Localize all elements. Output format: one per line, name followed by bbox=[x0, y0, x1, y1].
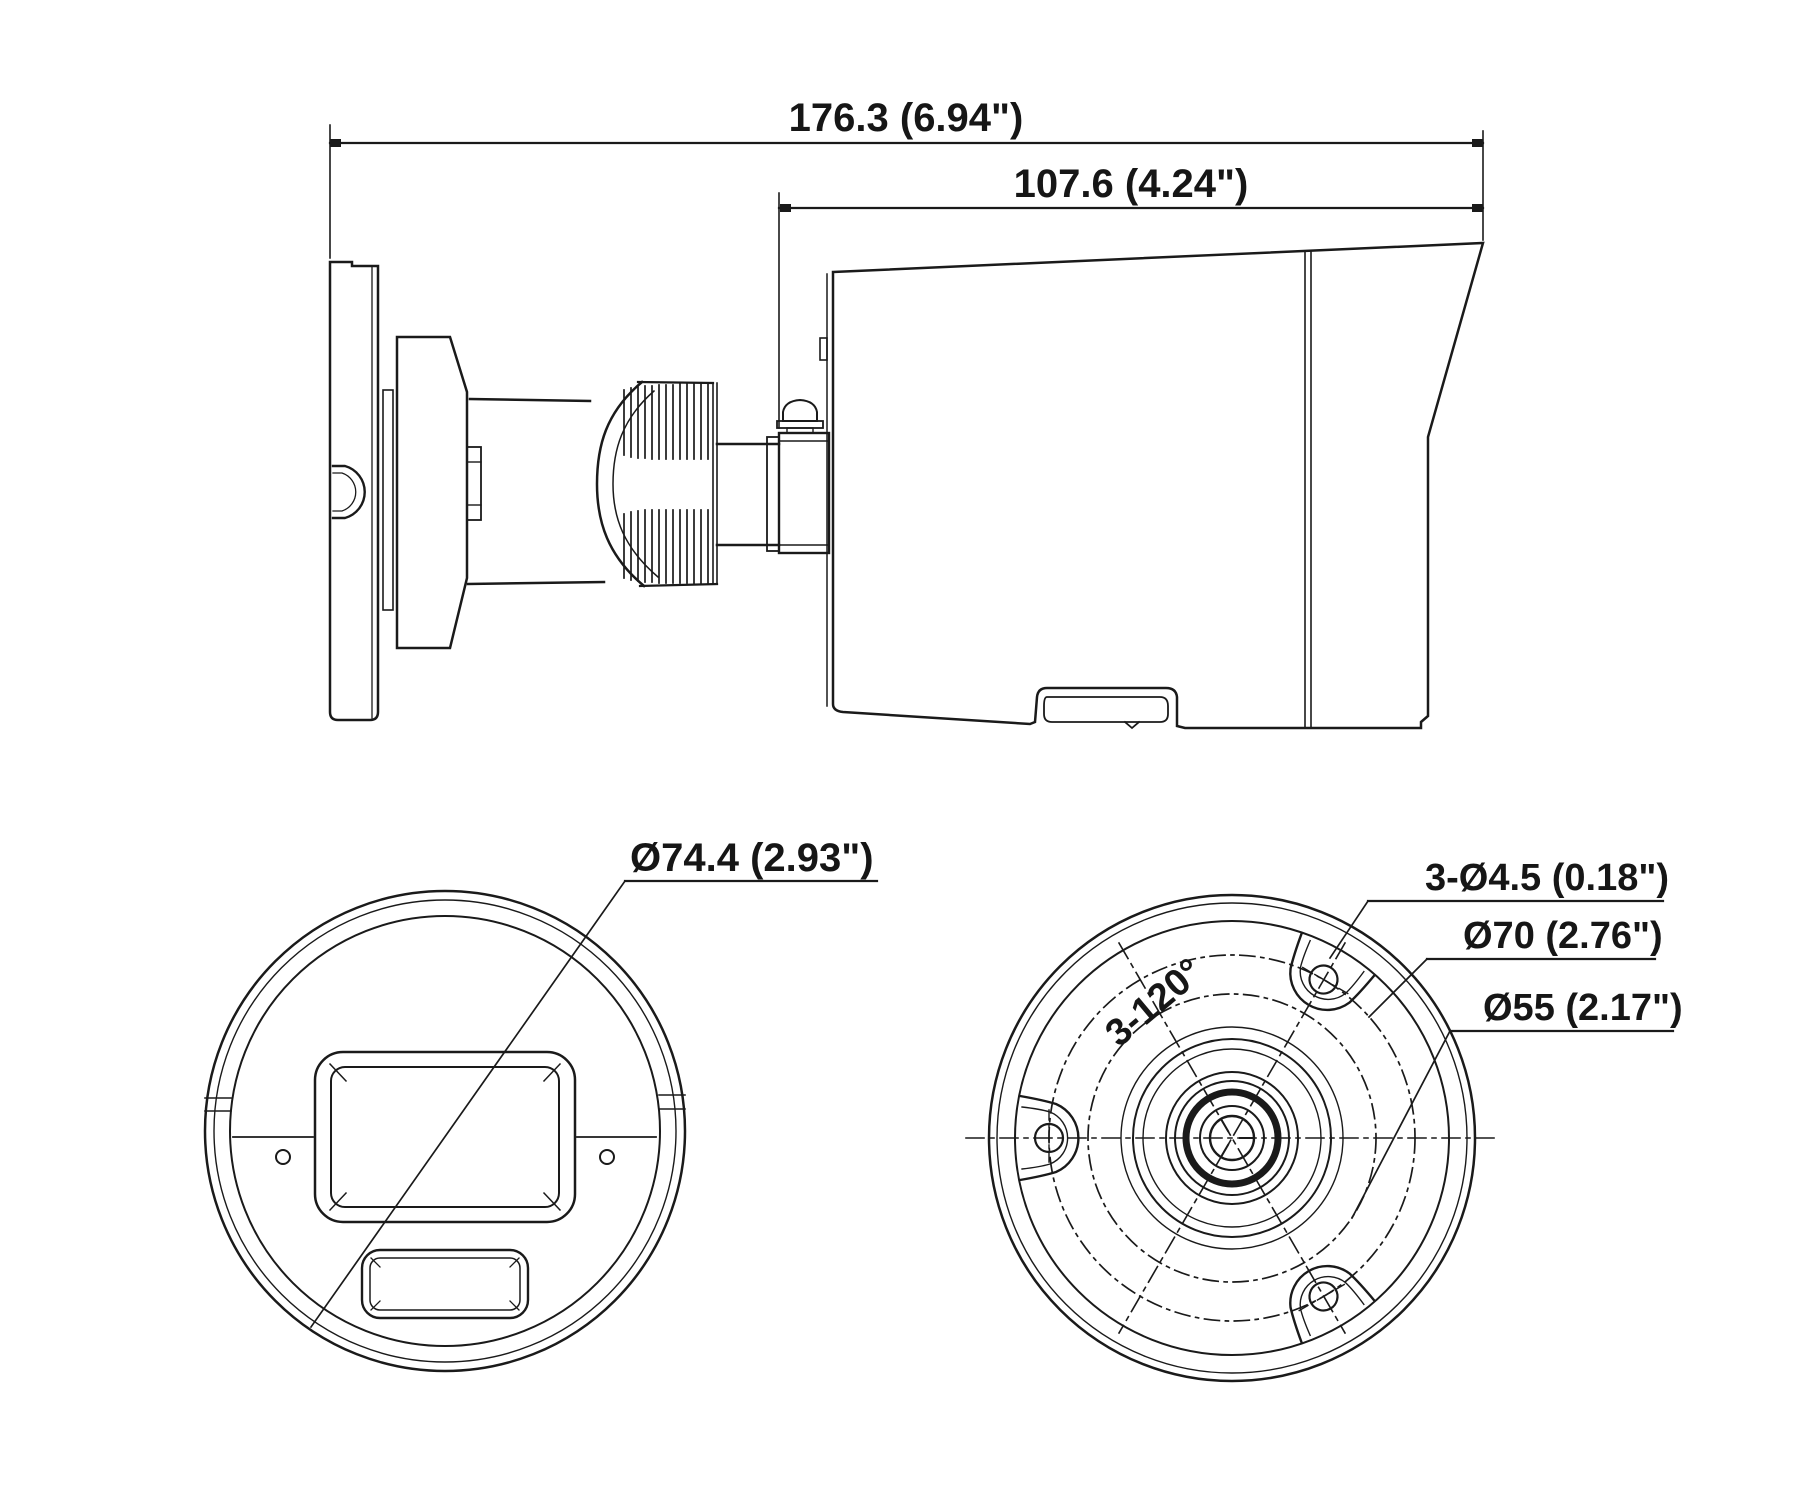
ring-seam-ticks bbox=[204, 1094, 686, 1112]
side-view: 176.3 (6.94") 107.6 (4.24") bbox=[328, 96, 1485, 730]
dim-inner-circle-text: Ø55 (2.17") bbox=[1483, 987, 1683, 1029]
front-window bbox=[313, 1050, 577, 1224]
front-screw-right bbox=[599, 1149, 615, 1165]
locking-screw bbox=[776, 398, 824, 434]
mount-ear-topright bbox=[1289, 1264, 1377, 1345]
dim-mount-holes-text: 3-Ø4.5 (0.18") bbox=[1425, 857, 1669, 899]
mount-arm bbox=[466, 397, 606, 586]
grommet-slots bbox=[1219, 1117, 1255, 1159]
front-view: Ø74.4 (2.93") bbox=[203, 836, 879, 1373]
wall-mount-plate bbox=[328, 260, 380, 722]
mount-ear-bottomright bbox=[1289, 931, 1377, 1012]
mount-base-dome bbox=[382, 335, 482, 650]
dim-bolt-circle bbox=[1367, 957, 1657, 1019]
center-crosshairs bbox=[965, 941, 1499, 1335]
dim-front-diameter-text: Ø74.4 (2.93") bbox=[630, 836, 874, 880]
dim-hole-spacing-text: 3-120° bbox=[1098, 951, 1211, 1055]
base-view: 3-120° 3-Ø4.5 (0.18") Ø70 (2.76") Ø55 (2… bbox=[965, 857, 1683, 1383]
bottom-latch bbox=[1043, 696, 1169, 730]
ball-joint bbox=[595, 380, 719, 588]
dim-overall-length bbox=[328, 124, 1485, 259]
front-screw-left bbox=[275, 1149, 291, 1165]
dim-body-length bbox=[777, 192, 1485, 429]
dim-front-diameter bbox=[309, 879, 879, 1329]
mount-ear-left bbox=[1018, 1094, 1080, 1182]
front-lower-slot bbox=[360, 1248, 530, 1320]
mount-stem bbox=[715, 398, 831, 555]
dim-overall-length-text: 176.3 (6.94") bbox=[789, 96, 1024, 140]
knurl-bottom-band bbox=[623, 509, 709, 584]
dim-body-length-text: 107.6 (4.24") bbox=[1014, 162, 1249, 206]
dim-mount-holes bbox=[1328, 899, 1665, 960]
knurl-top-band bbox=[623, 383, 709, 460]
cable-gland bbox=[1120, 1026, 1344, 1250]
dim-inner-circle bbox=[1350, 1029, 1675, 1220]
camera-body bbox=[819, 241, 1485, 730]
dim-bolt-circle-text: Ø70 (2.76") bbox=[1463, 915, 1663, 957]
